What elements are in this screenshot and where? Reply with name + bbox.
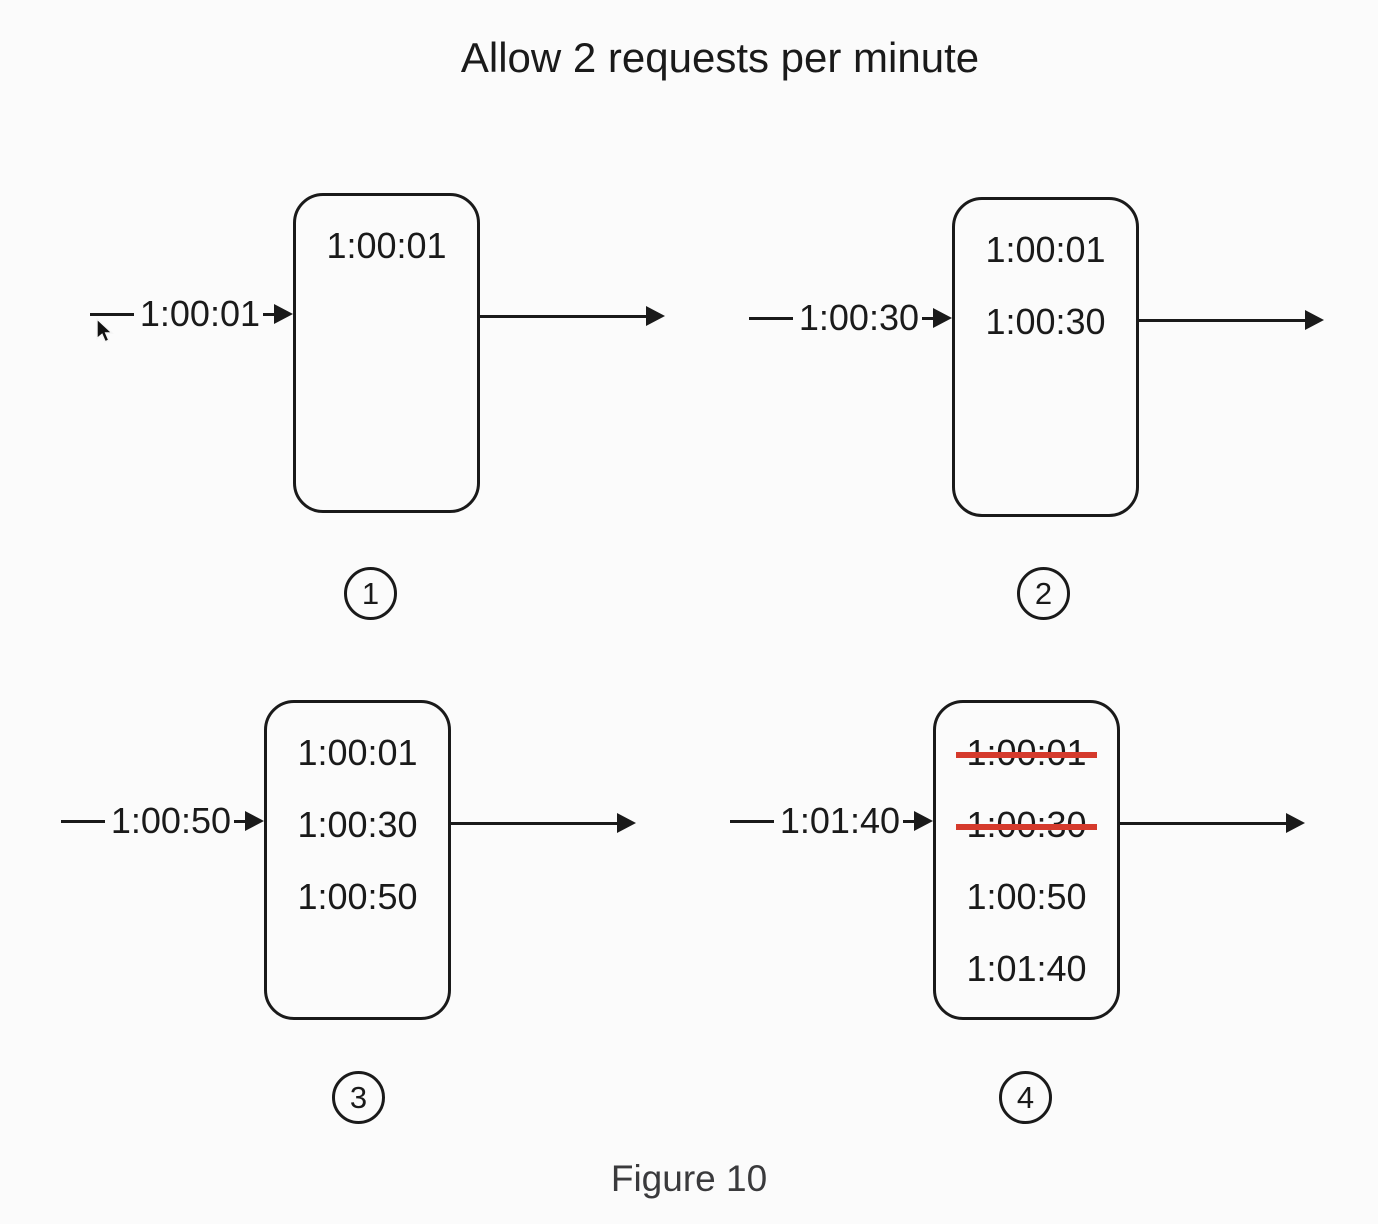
incoming-request-time: 1:00:01 bbox=[139, 293, 260, 334]
arrow-shaft bbox=[451, 821, 617, 825]
log-entry-time: 1:00:50 bbox=[297, 876, 418, 917]
log-entry: 1:01:40 bbox=[939, 933, 1114, 1005]
log-entries: 1:00:01 1:00:30 1:00:50 bbox=[270, 717, 445, 933]
outgoing-request-arrow bbox=[1120, 811, 1305, 835]
arrow-shaft bbox=[263, 312, 274, 316]
arrow-shaft bbox=[234, 819, 245, 823]
mouse-cursor-icon bbox=[96, 318, 114, 343]
arrowhead-icon bbox=[245, 811, 264, 831]
arrowhead-icon bbox=[1286, 813, 1305, 833]
log-entries: 1:00:01 1:00:30 1:00:50 1:01:40 bbox=[939, 717, 1114, 1005]
log-entry-time: 1:00:50 bbox=[966, 876, 1087, 917]
step-number-badge: 2 bbox=[1017, 567, 1070, 620]
arrowhead-icon bbox=[274, 304, 293, 324]
panel-step-3: 1:00:50 1:00:01 1:00:30 1:00:50 3 bbox=[60, 700, 636, 1124]
log-entry-time: 1:00:01 bbox=[326, 225, 447, 266]
request-log-box: 1:00:01 bbox=[293, 193, 480, 513]
outgoing-request-arrow bbox=[1139, 308, 1324, 332]
arrow-shaft bbox=[922, 316, 933, 320]
log-entry-time: 1:00:01 bbox=[956, 732, 1097, 773]
figure-title: Allow 2 requests per minute bbox=[460, 34, 980, 81]
incoming-request-arrow: 1:00:30 bbox=[736, 297, 952, 339]
arrow-shaft bbox=[480, 314, 646, 318]
incoming-request-arrow: 1:01:40 bbox=[717, 800, 933, 842]
log-entries: 1:00:01 1:00:30 bbox=[958, 214, 1133, 358]
panel-step-2: 1:00:30 1:00:01 1:00:30 2 bbox=[748, 197, 1324, 620]
incoming-request-arrow: 1:00:50 bbox=[48, 800, 264, 842]
step-number-badge: 1 bbox=[344, 567, 397, 620]
arrowhead-icon bbox=[933, 308, 952, 328]
log-entry-time: 1:01:40 bbox=[966, 948, 1087, 989]
log-entry-time: 1:00:30 bbox=[297, 804, 418, 845]
outgoing-request-arrow bbox=[480, 304, 665, 328]
arrowhead-icon bbox=[1305, 310, 1324, 330]
log-entry: 1:00:01 bbox=[299, 210, 474, 282]
log-entries: 1:00:01 bbox=[299, 210, 474, 282]
outgoing-request-arrow bbox=[451, 811, 636, 835]
arrowhead-icon bbox=[646, 306, 665, 326]
log-entry-time: 1:00:01 bbox=[985, 229, 1106, 270]
panel-step-4: 1:01:40 1:00:01 1:00:30 1:00:50 1:01:40 bbox=[729, 700, 1305, 1124]
log-entry-time: 1:00:01 bbox=[297, 732, 418, 773]
arrow-stub-line bbox=[729, 819, 774, 823]
arrow-shaft bbox=[1139, 318, 1305, 322]
request-log-box: 1:00:01 1:00:30 1:00:50 bbox=[264, 700, 451, 1020]
figure-caption: Figure 10 bbox=[610, 1158, 768, 1199]
incoming-request-arrow: 1:00:01 bbox=[77, 293, 293, 335]
arrow-stub-line bbox=[748, 316, 793, 320]
incoming-request-time: 1:00:50 bbox=[110, 800, 231, 841]
request-log-box: 1:00:01 1:00:30 bbox=[952, 197, 1139, 517]
step-number-badge: 4 bbox=[999, 1071, 1052, 1124]
arrow-shaft bbox=[1120, 821, 1286, 825]
arrow-shaft bbox=[903, 819, 914, 823]
log-entry: 1:00:50 bbox=[939, 861, 1114, 933]
request-log-box: 1:00:01 1:00:30 1:00:50 1:01:40 bbox=[933, 700, 1120, 1020]
log-entry-time: 1:00:30 bbox=[985, 301, 1106, 342]
log-entry: 1:00:50 bbox=[270, 861, 445, 933]
incoming-request-time: 1:00:30 bbox=[798, 297, 919, 338]
incoming-request-time: 1:01:40 bbox=[779, 800, 900, 841]
log-entry: 1:00:30 bbox=[270, 789, 445, 861]
log-entry: 1:00:01 bbox=[939, 717, 1114, 789]
log-entry: 1:00:30 bbox=[939, 789, 1114, 861]
arrowhead-icon bbox=[617, 813, 636, 833]
panel-step-1: 1:00:01 1:00:01 1 bbox=[89, 193, 665, 620]
log-entry: 1:00:30 bbox=[958, 286, 1133, 358]
log-entry: 1:00:01 bbox=[270, 717, 445, 789]
log-entry: 1:00:01 bbox=[958, 214, 1133, 286]
step-number-badge: 3 bbox=[332, 1071, 385, 1124]
arrowhead-icon bbox=[914, 811, 933, 831]
arrow-stub-line bbox=[60, 819, 105, 823]
arrow-stub-line bbox=[89, 312, 134, 316]
log-entry-time: 1:00:30 bbox=[956, 804, 1097, 845]
